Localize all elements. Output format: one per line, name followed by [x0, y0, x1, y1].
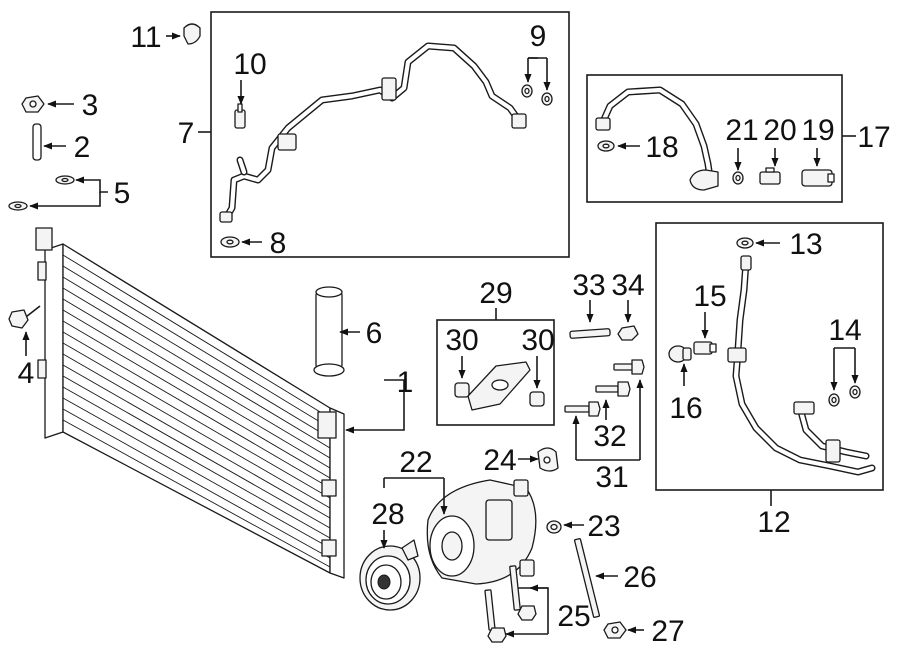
- hose-part-7: [219, 42, 527, 223]
- callout-28: 28: [371, 498, 404, 531]
- callout-4: 4: [18, 357, 35, 390]
- nut-part-34: [617, 325, 639, 341]
- stud-part-26: [573, 538, 601, 618]
- nut-part-27: [603, 621, 627, 639]
- pulley-part-28: [359, 539, 421, 611]
- callout-7: 7: [178, 117, 195, 150]
- callout-20: 20: [763, 114, 796, 147]
- receiver-drier-part: [313, 286, 345, 377]
- callout-1: 1: [397, 366, 414, 399]
- callout-29: 29: [479, 277, 512, 310]
- washer-part-14: [828, 385, 861, 407]
- frame-hose-assembly-17: [586, 74, 843, 203]
- callout-10: 10: [233, 48, 266, 81]
- callout-labels: 1 2 3 4 5 6 7 8 9 10 11 12 13 14 15 16 1…: [18, 20, 891, 648]
- callout-34: 34: [611, 269, 644, 302]
- callout-9: 9: [530, 20, 547, 53]
- callout-3: 3: [82, 89, 99, 122]
- seal-part-23: [546, 520, 562, 534]
- callout-6: 6: [366, 317, 383, 350]
- hose-part-12: [727, 255, 876, 476]
- cap-part-16: [668, 345, 692, 363]
- nut-part-3: [21, 95, 45, 113]
- callout-26: 26: [623, 561, 656, 594]
- callout-30a: 30: [445, 324, 478, 357]
- washer-part-9: [521, 84, 553, 106]
- callout-32: 32: [593, 420, 626, 453]
- callout-5: 5: [114, 177, 131, 210]
- condenser-part: [35, 227, 345, 579]
- callout-25: 25: [557, 600, 590, 633]
- callout-12: 12: [757, 506, 790, 539]
- callout-11: 11: [130, 21, 161, 54]
- callout-21: 21: [725, 114, 758, 147]
- bolt-part-25: [484, 565, 537, 643]
- washer-part-13: [736, 237, 754, 249]
- sensor-part-19: [801, 169, 835, 187]
- callout-24: 24: [483, 444, 516, 477]
- washer-part-5: [8, 175, 75, 211]
- switch-part-10: [234, 103, 246, 129]
- compressor-part: [426, 479, 537, 585]
- pin-part-2: [32, 123, 42, 161]
- bracket-part-29: [467, 361, 531, 411]
- stud-part-33: [569, 328, 611, 339]
- gasket-part-24: [537, 447, 559, 472]
- callout-18: 18: [645, 131, 678, 164]
- bolt-part-4: [8, 305, 41, 329]
- callout-31: 31: [595, 461, 628, 494]
- valve-part-15: [693, 341, 717, 355]
- bolt-part-31: [613, 359, 645, 375]
- washer-part-18: [597, 140, 615, 152]
- hose-part-17: [595, 86, 719, 191]
- callout-17: 17: [857, 121, 890, 154]
- valve-part-20: [759, 167, 781, 185]
- callout-14: 14: [828, 314, 861, 347]
- callout-19: 19: [801, 114, 834, 147]
- grommet-part-30: [454, 382, 545, 407]
- washer-part-8: [220, 236, 240, 248]
- bolt-part-32: [564, 381, 631, 417]
- callout-23: 23: [587, 510, 620, 543]
- callout-22: 22: [399, 446, 432, 479]
- callout-33: 33: [572, 269, 605, 302]
- callout-27: 27: [651, 615, 684, 648]
- frame-hose-assembly-12: [655, 222, 884, 491]
- callout-16: 16: [669, 392, 702, 425]
- callout-15: 15: [693, 280, 726, 313]
- callout-13: 13: [789, 228, 822, 261]
- callout-2: 2: [74, 131, 91, 164]
- cap-part-11: [183, 23, 201, 45]
- callout-30b: 30: [521, 324, 554, 357]
- washer-part-21: [732, 171, 744, 185]
- callout-8: 8: [270, 227, 287, 260]
- leader-lines: [22, 32, 859, 638]
- frame-hose-assembly-7: [210, 11, 570, 258]
